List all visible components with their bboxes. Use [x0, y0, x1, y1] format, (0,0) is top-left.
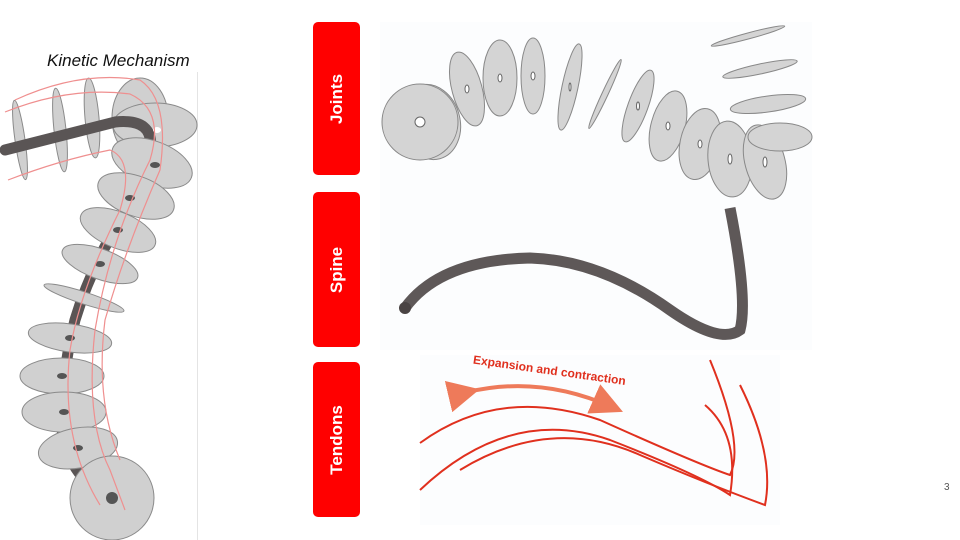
left-divider: [197, 72, 198, 540]
mechanism-disc-holes: [57, 127, 161, 504]
expansion-arrow: [444, 381, 623, 414]
tab-spine[interactable]: Spine: [313, 192, 360, 347]
tab-joints-label: Joints: [326, 73, 346, 124]
page-number: 3: [944, 482, 950, 493]
tendons-illustration: Expansion and contraction: [419, 353, 769, 507]
kinetic-mechanism-illustration: [0, 76, 198, 540]
expansion-contraction-label: Expansion and contraction: [472, 353, 626, 388]
mechanism-tendons: [4, 76, 164, 511]
mechanism-title: Kinetic Mechanism: [47, 51, 190, 70]
tab-spine-label: Spine: [326, 246, 346, 293]
joints-illustration: [381, 25, 813, 200]
tendon-lines: [419, 359, 769, 507]
tab-tendons[interactable]: Tendons: [313, 362, 360, 517]
spine-illustration: [399, 206, 748, 340]
tab-tendons-label: Tendons: [326, 404, 346, 475]
tab-joints[interactable]: Joints: [313, 22, 360, 175]
mechanism-discs-front: [19, 137, 193, 540]
